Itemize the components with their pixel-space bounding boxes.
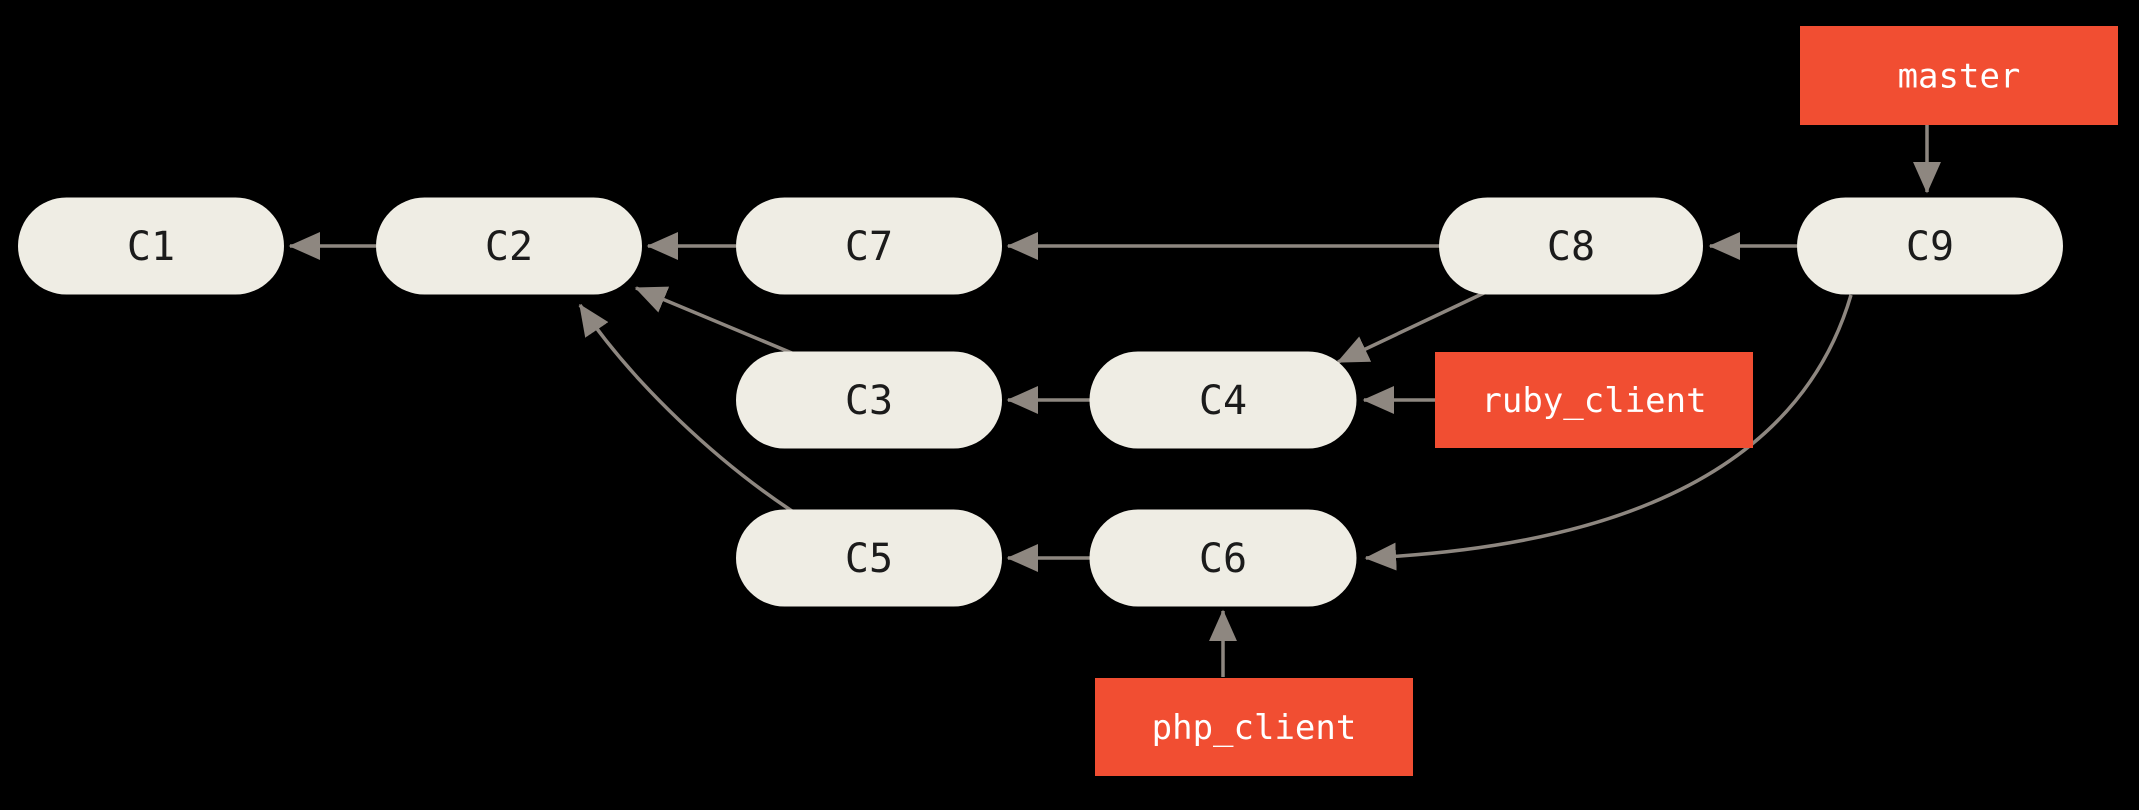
commit-label-c6: C6 bbox=[1199, 536, 1247, 582]
commit-node-c5: C5 bbox=[736, 509, 1002, 607]
branch-label-layer: master ruby_client php_client bbox=[1095, 26, 2118, 776]
commit-label-c3: C3 bbox=[845, 378, 893, 424]
edge-c9-to-c6 bbox=[1364, 294, 1853, 571]
commit-pill-c4 bbox=[1089, 351, 1357, 449]
branch-name-ruby_client: ruby_client bbox=[1481, 381, 1706, 421]
commit-node-c3: C3 bbox=[736, 351, 1002, 449]
edge-c5-to-c2 bbox=[578, 303, 796, 515]
commit-label-c8: C8 bbox=[1547, 224, 1595, 270]
commit-pill-c5 bbox=[736, 509, 1002, 607]
commit-label-c7: C7 bbox=[845, 224, 893, 270]
commit-node-c8: C8 bbox=[1439, 197, 1703, 295]
commit-pill-c2 bbox=[376, 197, 642, 295]
commit-node-c2: C2 bbox=[376, 197, 642, 295]
commit-node-c6: C6 bbox=[1089, 509, 1357, 607]
commit-node-c7: C7 bbox=[736, 197, 1002, 295]
branch-label-php_client: php_client bbox=[1095, 678, 1413, 776]
commit-node-c1: C1 bbox=[18, 197, 284, 295]
commit-pill-c8 bbox=[1439, 197, 1703, 295]
commit-label-c4: C4 bbox=[1199, 378, 1247, 424]
commit-pill-c7 bbox=[736, 197, 1002, 295]
commit-node-c9: C9 bbox=[1797, 197, 2063, 295]
commit-label-c2: C2 bbox=[485, 224, 533, 270]
branch-box-master bbox=[1800, 26, 2118, 125]
edge-layer bbox=[288, 125, 1941, 677]
branch-name-master: master bbox=[1898, 57, 2021, 97]
commit-pill-c3 bbox=[736, 351, 1002, 449]
edge-c8-to-c4 bbox=[1336, 291, 1485, 364]
branch-box-ruby_client bbox=[1435, 352, 1753, 448]
commit-node-c4: C4 bbox=[1089, 351, 1357, 449]
commit-label-c1: C1 bbox=[127, 224, 175, 270]
commit-label-c5: C5 bbox=[845, 536, 893, 582]
commit-pill-c6 bbox=[1089, 509, 1357, 607]
edge-c3-to-c2 bbox=[634, 286, 800, 358]
branch-box-php_client bbox=[1095, 678, 1413, 776]
branch-label-ruby_client: ruby_client bbox=[1435, 352, 1753, 448]
commit-label-c9: C9 bbox=[1906, 224, 1954, 270]
commit-pill-c9 bbox=[1797, 197, 2063, 295]
branch-label-master: master bbox=[1800, 26, 2118, 125]
branch-name-php_client: php_client bbox=[1152, 708, 1357, 748]
commit-pill-c1 bbox=[18, 197, 284, 295]
